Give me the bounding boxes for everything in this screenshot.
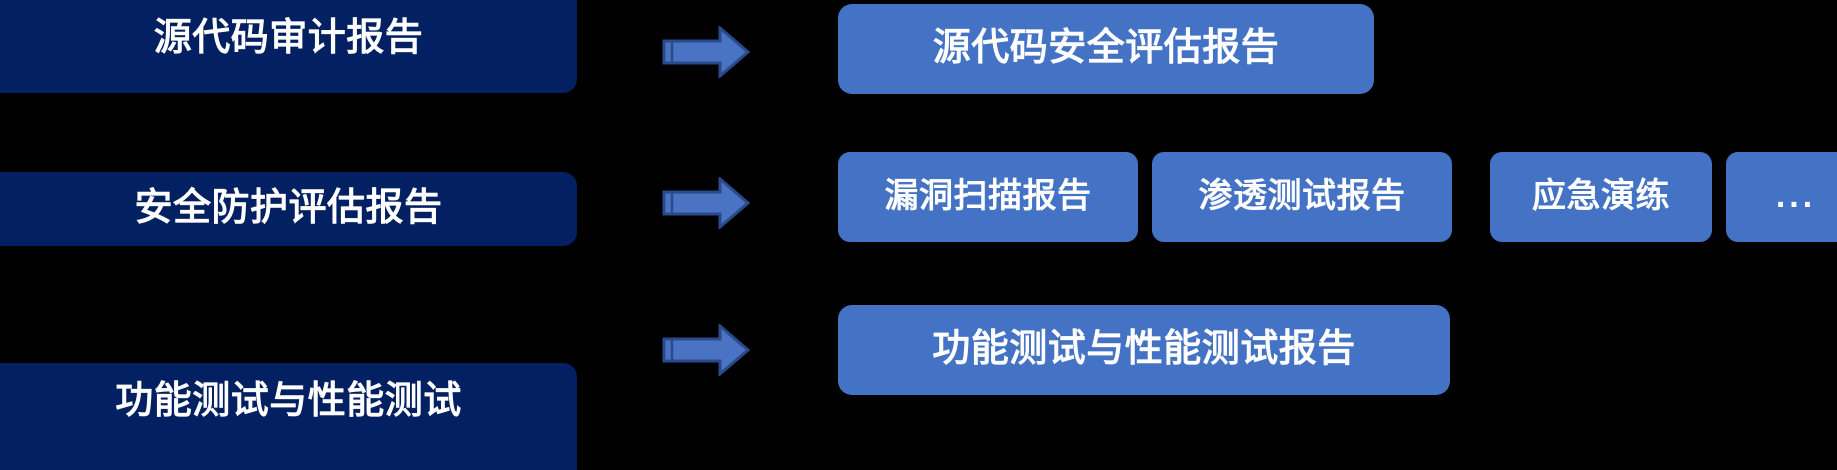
source-box-row-1-label: 源代码审计报告 — [153, 16, 424, 59]
target-box-row-2-2-label: 应急演练 — [1532, 177, 1670, 216]
target-box-row-2-3-label: ... — [1775, 177, 1817, 216]
target-box-row-2-1-label: 渗透测试报告 — [1198, 177, 1406, 216]
target-box-row-2-0[interactable]: 漏洞扫描报告 — [838, 152, 1138, 242]
source-box-row-2[interactable]: 安全防护评估报告 — [0, 172, 577, 246]
target-box-row-3-0[interactable]: 功能测试与性能测试报告 — [838, 305, 1450, 395]
target-box-row-2-1[interactable]: 渗透测试报告 — [1152, 152, 1452, 242]
target-box-row-2-0-label: 漏洞扫描报告 — [884, 177, 1092, 216]
source-box-row-2-label: 安全防护评估报告 — [134, 187, 443, 230]
target-box-row-1-0-label: 源代码安全评估报告 — [932, 27, 1280, 70]
target-box-row-1-0[interactable]: 源代码安全评估报告 — [838, 4, 1374, 94]
target-box-row-3-0-label: 功能测试与性能测试报告 — [932, 328, 1356, 371]
source-box-row-3-label: 功能测试与性能测试 — [115, 380, 462, 422]
source-box-row-1[interactable]: 源代码审计报告 — [0, 0, 577, 93]
source-box-row-3[interactable]: 功能测试与性能测试 — [0, 363, 577, 470]
right-arrow-icon-row-2 — [662, 175, 751, 231]
right-arrow-icon-row-3 — [662, 322, 751, 378]
target-box-row-2-3[interactable]: ... — [1726, 152, 1837, 242]
target-box-row-2-2[interactable]: 应急演练 — [1490, 152, 1712, 242]
right-arrow-icon-row-1 — [662, 24, 751, 80]
